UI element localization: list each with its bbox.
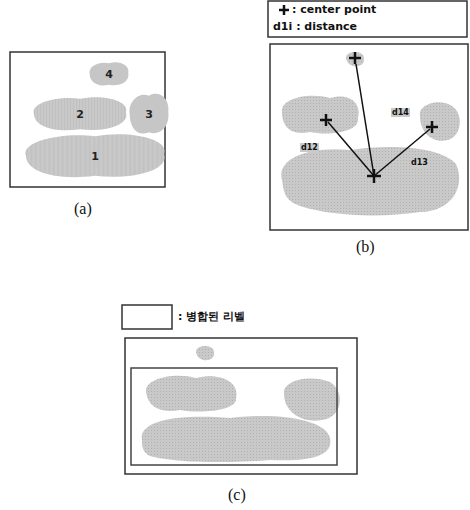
center-points xyxy=(320,52,438,183)
distance-lines xyxy=(328,64,430,176)
region-number: 3 xyxy=(128,90,170,138)
merged-region-box xyxy=(131,368,337,465)
legend-text: : 병합된 리벨 xyxy=(178,309,245,324)
center-symbol xyxy=(279,5,289,15)
distance-label: d14 xyxy=(391,108,410,117)
region-blob: 2 xyxy=(30,94,130,134)
panel-frame xyxy=(270,44,468,230)
panel-frame xyxy=(125,338,357,474)
distance-label: d13 xyxy=(410,158,429,167)
region-blobs xyxy=(142,346,340,462)
region-number: 2 xyxy=(30,94,130,134)
legend-box xyxy=(268,1,467,37)
legend-text: d1i : distance xyxy=(273,20,357,33)
region-blob: 1 xyxy=(20,130,170,182)
region-number: 4 xyxy=(88,60,130,88)
region-number: 1 xyxy=(20,130,170,182)
legend-sample xyxy=(122,305,172,329)
region-blob: 4 xyxy=(88,60,130,88)
distance-label: d12 xyxy=(300,143,319,152)
panel-caption: (b) xyxy=(356,238,375,256)
region-blobs xyxy=(281,52,460,215)
panel-caption: (a) xyxy=(74,200,92,218)
legend-text: : center point xyxy=(292,3,376,16)
panel-caption: (c) xyxy=(228,486,246,504)
region-blob: 3 xyxy=(128,90,170,138)
